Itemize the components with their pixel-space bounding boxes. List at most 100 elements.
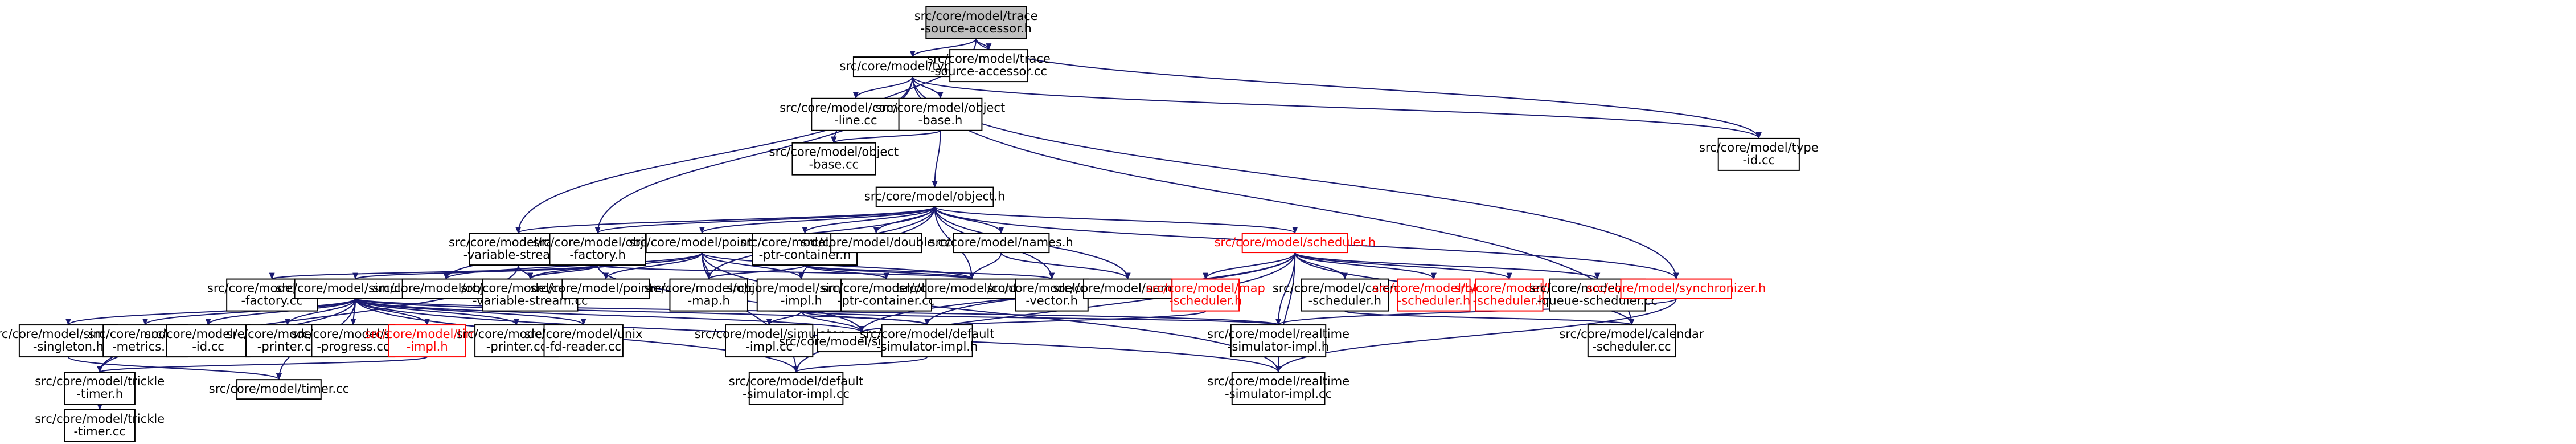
node-object-ptr-container-cc[interactable]: src/core/model/object-ptr-container.cc — [822, 278, 951, 312]
node-label: src/core/model/realtime — [1207, 374, 1349, 388]
node-map-scheduler-h[interactable]: src/core/model/map-scheduler.h — [1146, 278, 1265, 312]
edge-object-h-to-pointer-h — [699, 206, 936, 234]
node-box — [1083, 278, 1173, 299]
node-box — [64, 409, 136, 442]
node-box — [840, 278, 932, 312]
node-label: -impl.h — [781, 294, 822, 308]
node-unix-fd-reader-cc[interactable]: src/core/model/unix-fd-reader.cc — [524, 324, 643, 358]
node-realtime-simulator-impl-cc[interactable]: src/core/model/realtime-simulator-impl.c… — [1207, 372, 1349, 405]
node-label: src/core/model/unix — [524, 327, 643, 341]
node-label: -scheduler.cc — [1592, 340, 1671, 353]
node-label: src/core/model/list — [1454, 282, 1565, 295]
node-realtime-simulator-impl-h[interactable]: src/core/model/realtime-simulator-impl.h — [1207, 324, 1349, 358]
node-label: -progress.cc — [317, 340, 389, 353]
node-simulator-impl-h[interactable]: src/core/model/simulator-impl.h — [727, 278, 876, 312]
edge-names-h-to-config-cc — [969, 252, 1002, 280]
edge-trace-accessor-h-to-type-id-h — [909, 38, 977, 58]
node-trace-accessor-cc[interactable]: src/core/model/trace-source-accessor.cc — [927, 49, 1051, 83]
node-label: src/core/model/trickle — [35, 374, 165, 388]
node-box — [898, 97, 983, 131]
node-synchronizer-h[interactable]: src/core/model/synchronizer.h — [1586, 278, 1766, 299]
edge-object-base-h-to-object-h — [932, 130, 941, 188]
node-box — [875, 186, 994, 207]
node-label: -printer.cc — [486, 340, 547, 353]
node-box — [811, 97, 901, 131]
node-double-cc[interactable]: src/core/model/double.cc — [801, 233, 951, 254]
node-object-map-h[interactable]: src/core/model/object-map.h — [644, 278, 773, 312]
edge-object-h-to-scheduler-h — [934, 206, 1298, 234]
node-type-id-cc[interactable]: src/core/model/type-id.cc — [1699, 137, 1819, 171]
node-label: src/core/model/scheduler.h — [1214, 235, 1376, 249]
edge-object-ptr-container-h-to-object-ptr-container-cc — [804, 264, 889, 280]
edge-simulator-h-to-event-id-cc — [205, 298, 356, 326]
edge-scheduler-h-to-list-scheduler-h — [1294, 252, 1512, 280]
node-label: -id.cc — [192, 340, 224, 353]
node-object-base-h[interactable]: src/core/model/object-base.h — [876, 97, 1005, 131]
node-pointer-cc[interactable]: src/core/model/pointer.cc — [530, 278, 682, 299]
node-box — [1397, 278, 1471, 312]
node-object-factory-h[interactable]: src/core/model/object-factory.h — [533, 233, 662, 266]
node-box — [1587, 324, 1676, 358]
node-label: -simulator-impl.h — [1228, 340, 1329, 353]
node-timer-cc[interactable]: src/core/model/timer.cc — [209, 379, 350, 400]
node-label: -scheduler.h — [1169, 294, 1242, 308]
node-label: -simulator-impl.cc — [1225, 387, 1332, 401]
node-simulator-impl-cc[interactable]: src/core/model/simulator-impl.cc — [695, 324, 844, 358]
node-label: -source-accessor.cc — [930, 64, 1047, 78]
edge-simulator-h-to-realtime-simulator-impl-h — [355, 298, 1281, 326]
node-calendar-scheduler-h[interactable]: src/core/model/calendar-scheduler.h — [1273, 278, 1417, 312]
edge-object-ptr-container-h-to-object-map-h — [705, 264, 806, 280]
edge-object-base-h-to-object-base-cc — [831, 129, 941, 144]
node-trace-accessor-h[interactable]: src/core/model/trace-source-accessor.h — [914, 6, 1038, 39]
node-box — [725, 324, 814, 358]
node-box — [561, 278, 650, 299]
node-object-base-cc[interactable]: src/core/model/object-base.cc — [769, 142, 899, 176]
edge-map-scheduler-h-to-simulator-cc — [859, 310, 1207, 333]
node-label: src/core/model/type — [1699, 141, 1819, 154]
node-label: -id.cc — [1743, 153, 1775, 167]
node-box — [830, 233, 922, 254]
node-label: src/core/model/timer — [365, 327, 490, 341]
node-label: src/core/model/realtime — [1207, 327, 1349, 341]
node-label: src/core/model/trace — [927, 52, 1051, 66]
node-object-h[interactable]: src/core/model/object.h — [864, 186, 1005, 207]
node-label: src/core/model/calendar — [1559, 327, 1704, 341]
node-list-scheduler-h[interactable]: src/core/model/list-scheduler.h — [1454, 278, 1565, 312]
node-default-simulator-impl-cc[interactable]: src/core/model/default-simulator-impl.cc — [729, 372, 864, 405]
node-default-simulator-impl-h[interactable]: src/core/model/default-simulator-impl.h — [860, 324, 995, 358]
node-label: src/core/model/object — [769, 145, 899, 159]
node-box — [669, 278, 748, 312]
node-names-h[interactable]: src/core/model/names.h — [929, 233, 1073, 254]
node-box — [1301, 278, 1389, 312]
edge-simulation-singleton-h-to-timer-cc — [67, 356, 282, 381]
node-box — [925, 6, 1027, 39]
edge-pointer-h-to-config-cc — [701, 252, 975, 280]
node-time-printer-cc[interactable]: src/core/model/time-printer.cc — [457, 324, 576, 358]
node-label: -base.h — [918, 113, 963, 127]
node-scheduler-h[interactable]: src/core/model/scheduler.h — [1214, 233, 1376, 254]
node-object-ptr-container-h[interactable]: src/core/model/object-ptr-container.h — [740, 233, 869, 266]
node-box — [1241, 233, 1348, 254]
node-calendar-scheduler-cc[interactable]: src/core/model/calendar-scheduler.cc — [1559, 324, 1704, 358]
node-box — [64, 372, 136, 405]
node-box — [953, 233, 1050, 254]
edge-object-ptr-container-h-to-object-vector-h — [804, 264, 1055, 280]
node-simulation-singleton-h[interactable]: src/core/model/simulation-singleton.h — [0, 324, 146, 358]
node-trickle-timer-h[interactable]: src/core/model/trickle-timer.h — [35, 372, 165, 405]
edge-type-id-h-to-command-line-cc — [852, 76, 913, 99]
edge-names-h-to-names-cc — [1000, 252, 1131, 280]
node-box — [949, 49, 1028, 83]
node-label: -scheduler.h — [1308, 294, 1381, 308]
node-heap-scheduler-h[interactable]: src/core/model/heap-scheduler.h — [1372, 278, 1495, 312]
node-box — [756, 278, 846, 312]
node-timer-impl-h[interactable]: src/core/model/timer-impl.h — [365, 324, 490, 358]
node-label: -printer.cc — [257, 340, 318, 353]
node-label: -singleton.h — [33, 340, 104, 353]
edge-synchronizer-h-to-realtime-simulator-impl-cc — [1275, 298, 1677, 373]
node-trickle-timer-cc[interactable]: src/core/model/trickle-timer.cc — [35, 409, 165, 442]
node-label: src/core/model/default — [729, 374, 864, 388]
node-label: -simulator-impl.cc — [743, 387, 850, 401]
node-label: -source-accessor.h — [921, 22, 1032, 35]
edge-pointer-h-to-simulator-impl-h — [701, 252, 805, 280]
node-box — [18, 324, 118, 358]
